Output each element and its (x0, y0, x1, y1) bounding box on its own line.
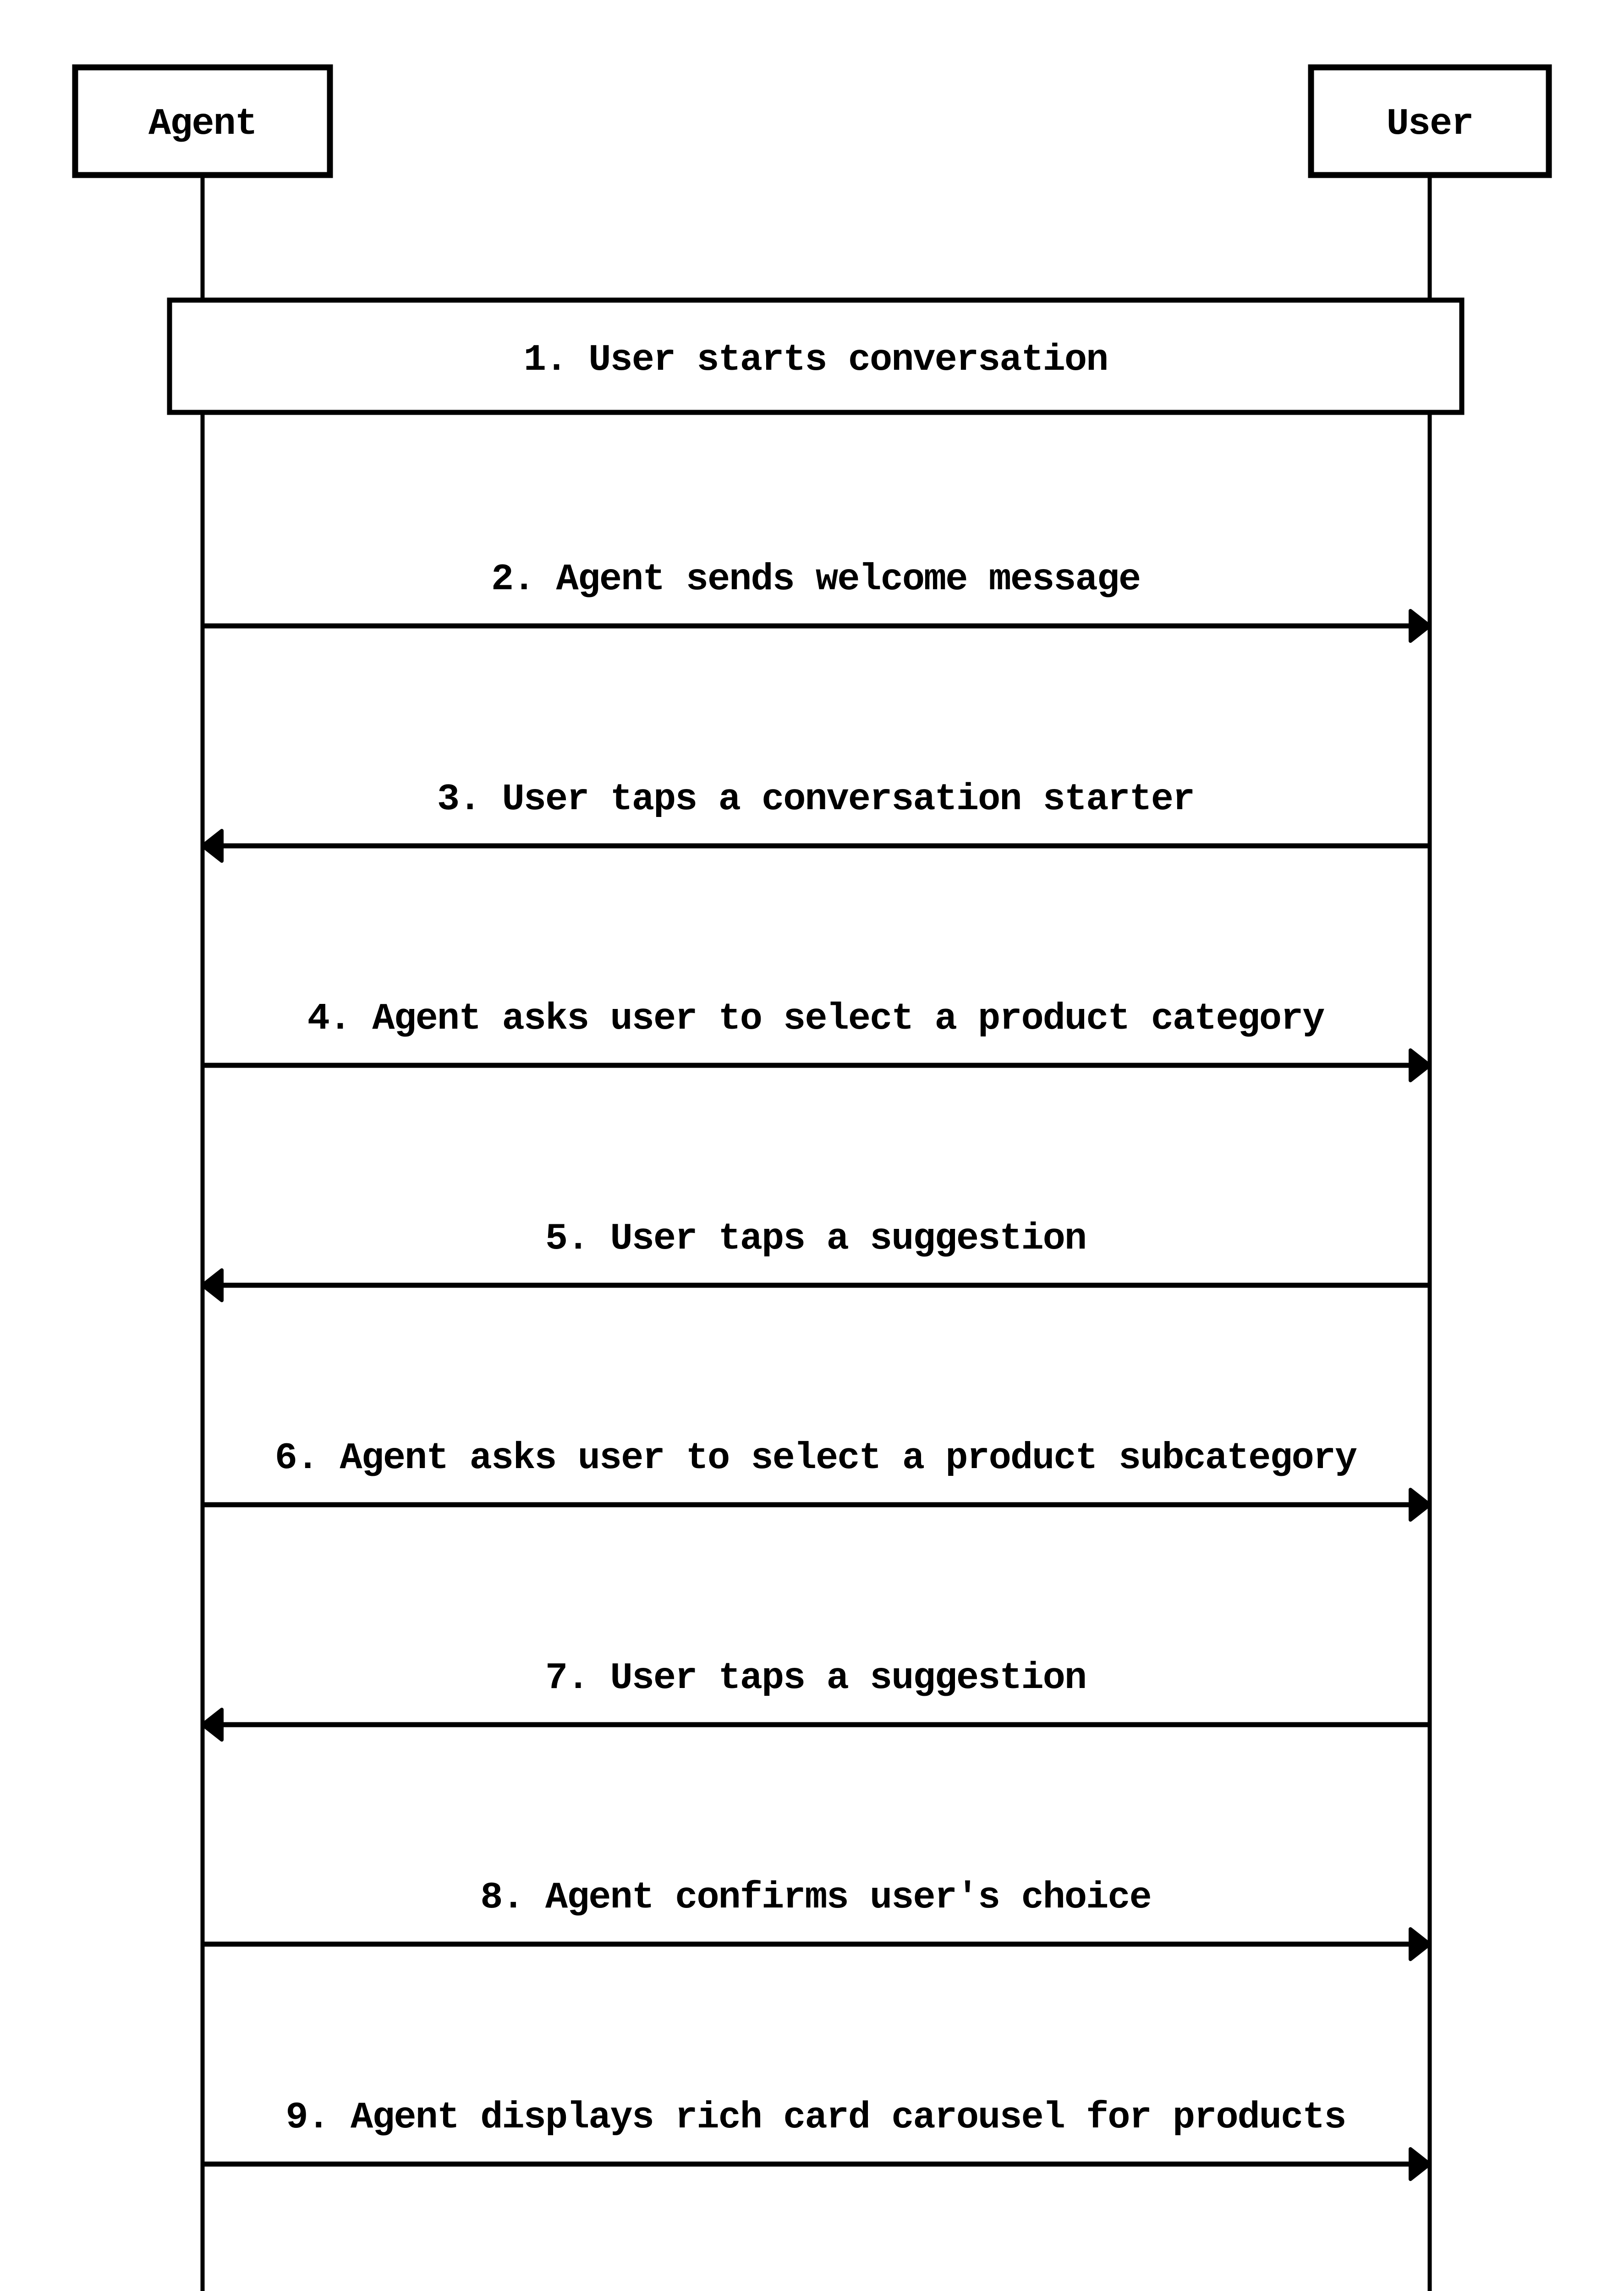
actor-top-user: User (1308, 64, 1552, 178)
note-over: 1. User starts conversation (167, 297, 1465, 415)
arrowhead (1409, 1048, 1432, 1082)
message-8: 8. Agent confirms user's choice (203, 1876, 1432, 1961)
message-4-label: 4. Agent asks user to select a product c… (307, 998, 1325, 1040)
message-3: 3. User taps a conversation starter (201, 778, 1430, 863)
arrowhead (1409, 1927, 1432, 1961)
lifelines (200, 175, 1432, 2291)
message-2: 2. Agent sends welcome message (203, 558, 1432, 643)
message-8-label: 8. Agent confirms user's choice (480, 1876, 1151, 1919)
arrowhead (201, 1268, 224, 1302)
message-2-label: 2. Agent sends welcome message (491, 558, 1140, 601)
message-7: 7. User taps a suggestion (201, 1657, 1430, 1742)
note-label: 1. User starts conversation (524, 339, 1108, 381)
message-5-label: 5. User taps a suggestion (545, 1217, 1086, 1260)
arrowhead (201, 1708, 224, 1742)
arrowhead (1409, 609, 1432, 643)
user-label: User (1387, 103, 1473, 145)
message-5: 5. User taps a suggestion (201, 1217, 1430, 1302)
message-3-label: 3. User taps a conversation starter (437, 778, 1194, 821)
message-6-label: 6. Agent asks user to select a product s… (275, 1437, 1357, 1480)
message-6: 6. Agent asks user to select a product s… (203, 1437, 1432, 1522)
arrowhead (1409, 2147, 1432, 2181)
note-box (167, 297, 1465, 415)
actor-top-agent: Agent (72, 64, 333, 178)
message-7-label: 7. User taps a suggestion (545, 1657, 1086, 1699)
message-9-label: 9. Agent displays rich card carousel for… (285, 2096, 1345, 2139)
arrowhead (1409, 1488, 1432, 1522)
agent-label: Agent (148, 103, 257, 145)
user-box (1308, 64, 1552, 178)
message-4: 4. Agent asks user to select a product c… (203, 998, 1432, 1082)
arrowhead (201, 829, 224, 863)
message-9: 9. Agent displays rich card carousel for… (203, 2096, 1432, 2181)
agent-box (72, 64, 333, 178)
